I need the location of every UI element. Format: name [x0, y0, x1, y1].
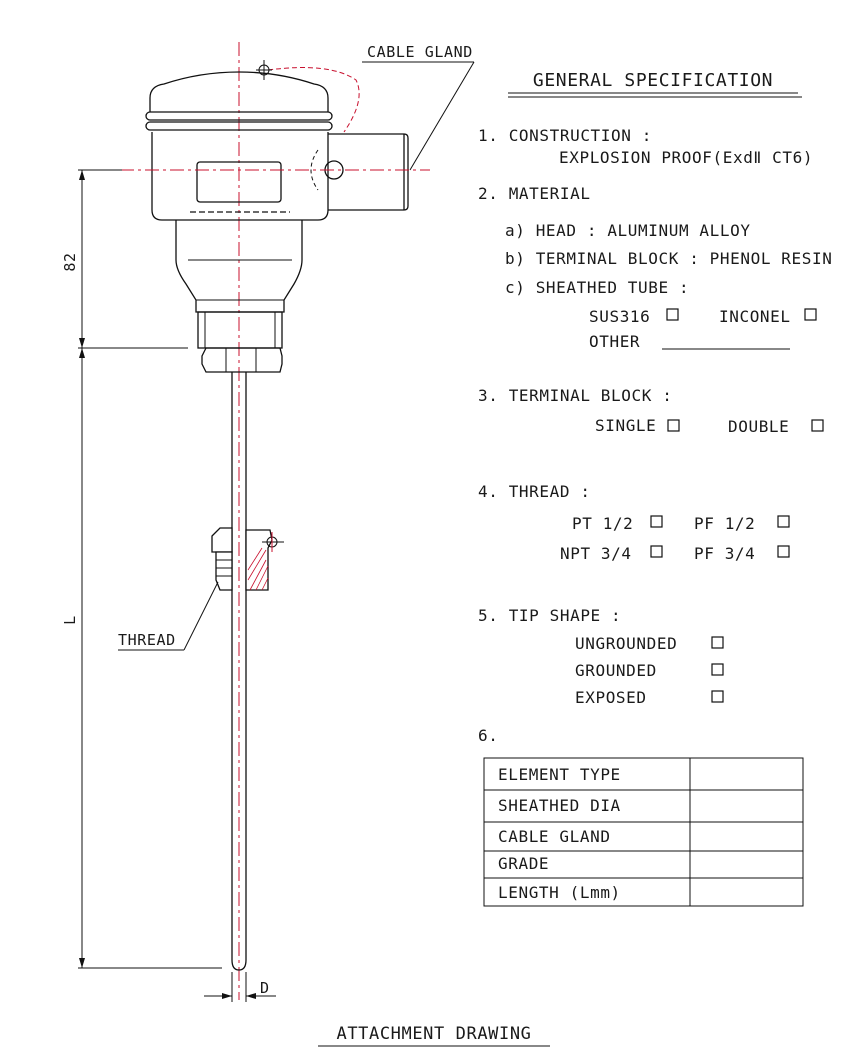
threaded-boss [197, 311, 283, 349]
checkbox-pf12[interactable] [777, 515, 790, 528]
thread-pt12-label: PT 1/2 [572, 514, 633, 533]
table-value-cell[interactable] [692, 792, 801, 821]
table-row-label: CABLE GLAND [498, 827, 611, 846]
spec-title: GENERAL SPECIFICATION [533, 70, 773, 91]
table-row-label: GRADE [498, 854, 549, 873]
cover-screw [256, 60, 272, 80]
option-inconel-label: INCONEL [719, 307, 791, 326]
attachment-drawing-caption: ATTACHMENT DRAWING [336, 1024, 531, 1044]
tip-exposed-label: EXPOSED [575, 688, 647, 707]
cable-entry-boss [328, 133, 409, 211]
tip-ungrounded-label: UNGROUNDED [575, 634, 677, 653]
tip-grounded-label: GROUNDED [575, 661, 657, 680]
terminal-single-label: SINGLE [595, 416, 656, 435]
thread-leader [118, 581, 219, 651]
table-value-cell[interactable] [692, 853, 801, 877]
sheath-tip [231, 959, 247, 971]
table-value-cell[interactable] [692, 880, 801, 905]
terminal-double-label: DOUBLE [728, 417, 789, 436]
dimension-D [204, 972, 276, 1002]
table-value-cell[interactable] [692, 760, 801, 789]
dimension-82-label: 82 [61, 252, 79, 271]
material-sheathed-tube: c) SHEATHED TUBE : [505, 278, 689, 297]
thread-pf12-label: PF 1/2 [694, 514, 755, 533]
table-row-label: LENGTH (Lmm) [498, 883, 621, 902]
head-window [196, 161, 282, 203]
dimension-L [78, 348, 222, 969]
checkbox-single[interactable] [667, 419, 680, 432]
table-row-label: ELEMENT TYPE [498, 765, 621, 784]
material-head: a) HEAD : ALUMINUM ALLOY [505, 221, 751, 240]
checkbox-ungrounded[interactable] [711, 636, 724, 649]
table-row-label: SHEATHED DIA [498, 796, 621, 815]
option-sus316-label: SUS316 [589, 307, 650, 326]
thread-heading: 4. THREAD : [478, 482, 591, 501]
head-cover [149, 71, 329, 112]
cable-gland-callout: CABLE GLAND [367, 43, 473, 61]
dimension-L-label: L [61, 615, 79, 625]
thread-callout: THREAD [118, 631, 176, 649]
thread-npt34-label: NPT 3/4 [560, 544, 632, 563]
compression-fitting [211, 527, 284, 591]
thermocouple-assembly: 82 L D CABLE GLAND THR [61, 42, 550, 1047]
cover-ring-upper [145, 111, 333, 121]
material-heading: 2. MATERIAL [478, 184, 591, 203]
dimension-82 [78, 169, 188, 349]
checkbox-exposed[interactable] [711, 690, 724, 703]
construction-value: EXPLOSION PROOF(ExdⅡ CT6) [559, 148, 813, 167]
hex-nut [201, 347, 283, 373]
thread-pf34-label: PF 3/4 [694, 544, 755, 563]
checkbox-npt34[interactable] [650, 545, 663, 558]
option-other-label: OTHER [589, 332, 640, 351]
terminal-block-heading: 3. TERMINAL BLOCK : [478, 386, 672, 405]
checkbox-pt12[interactable] [650, 515, 663, 528]
general-specification: GENERAL SPECIFICATION 1. CONSTRUCTION : … [478, 70, 832, 907]
checkbox-pf34[interactable] [777, 545, 790, 558]
checkbox-grounded[interactable] [711, 663, 724, 676]
checkbox-sus316[interactable] [666, 308, 679, 321]
construction-heading: 1. CONSTRUCTION : [478, 126, 652, 145]
head-body [151, 132, 329, 221]
checkbox-double[interactable] [811, 419, 824, 432]
tip-shape-heading: 5. TIP SHAPE : [478, 606, 621, 625]
cover-ring-lower [145, 121, 333, 131]
spec-table-frame [483, 757, 804, 907]
material-terminal-block: b) TERMINAL BLOCK : PHENOL RESIN [505, 249, 832, 268]
cable-gland-leader [362, 61, 475, 171]
dimension-D-label: D [260, 979, 270, 997]
checkbox-inconel[interactable] [804, 308, 817, 321]
cover-chain [267, 67, 360, 133]
spec-table: ELEMENT TYPE SHEATHED DIA CABLE GLAND GR… [483, 757, 804, 907]
entry-hidden-arc [310, 149, 319, 191]
table-value-cell[interactable] [692, 824, 801, 850]
item6-heading: 6. [478, 726, 498, 745]
